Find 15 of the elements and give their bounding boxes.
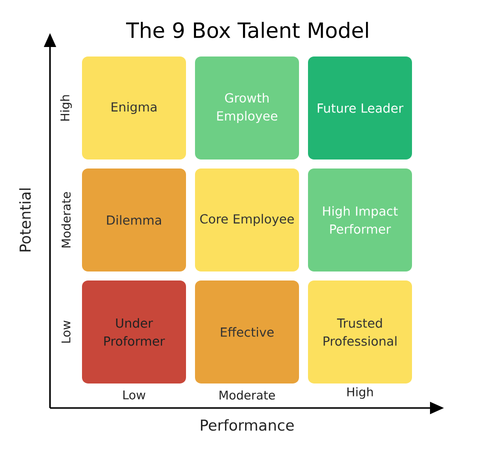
grid-box: Effective — [195, 280, 299, 384]
tick-label: Low — [62, 320, 70, 343]
grid-box: Under Proformer — [82, 280, 186, 384]
grid-box: Dilemma — [82, 168, 186, 272]
tick-label: Moderate — [220, 390, 275, 400]
grid-box: Future Leader — [308, 56, 412, 160]
tick-label: Moderate — [61, 192, 71, 248]
axis-title: Potential — [19, 188, 31, 252]
grid-box: Core Employee — [195, 168, 299, 272]
title: The 9 Box Talent Model — [126, 22, 368, 38]
grid-box: High Impact Performer — [308, 168, 412, 272]
grid-box: Enigma — [82, 56, 186, 160]
axis-title: Performance — [200, 419, 294, 431]
grid-box: Growth Employee — [195, 56, 299, 160]
grid-box: Trusted Professional — [308, 280, 412, 384]
